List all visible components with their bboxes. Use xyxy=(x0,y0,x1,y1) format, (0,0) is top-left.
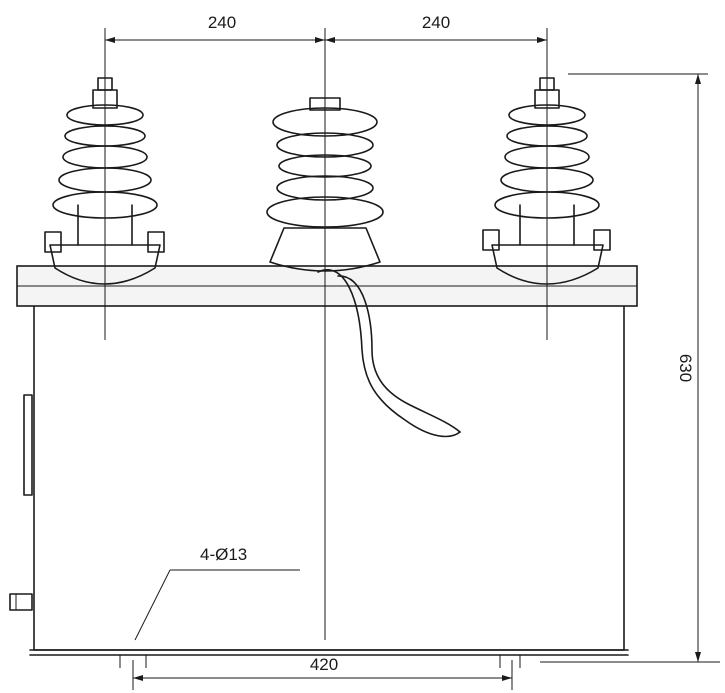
height-dimension-lines xyxy=(540,73,720,663)
side-handle xyxy=(23,394,33,496)
dim-hole-spacing: 420 xyxy=(310,655,338,674)
mounting-hole-callout: 4-Ø13 xyxy=(200,545,247,564)
dim-left-spacing: 240 xyxy=(208,13,236,32)
top-dimension-lines xyxy=(105,37,547,43)
tank-cover xyxy=(16,265,638,307)
dim-total-height: 630 xyxy=(676,354,695,382)
hole-leader xyxy=(134,569,300,641)
base-dimension-lines xyxy=(132,660,513,690)
dim-right-spacing: 240 xyxy=(422,13,450,32)
ground-terminal xyxy=(9,593,33,611)
tank-body xyxy=(29,299,629,668)
cable-lead xyxy=(317,269,461,438)
center-lines xyxy=(104,28,548,640)
